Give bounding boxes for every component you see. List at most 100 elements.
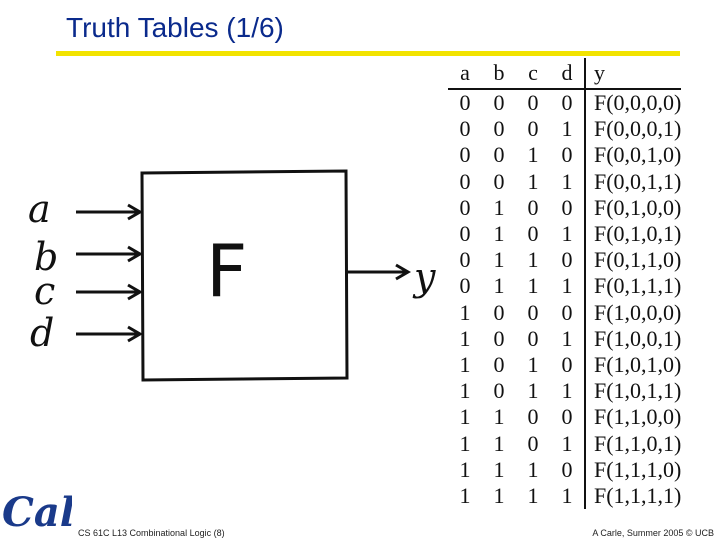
header-c: c: [516, 58, 550, 90]
input-cell: 1: [493, 194, 505, 220]
input-cell: 0: [561, 142, 573, 168]
header-b: b: [482, 58, 516, 90]
output-cell: F(0,0,0,1): [583, 116, 682, 143]
cal-logo-text: Cal: [2, 489, 72, 534]
output-cell: F(0,0,1,1): [583, 168, 682, 195]
input-cell: 0: [561, 299, 573, 325]
input-cell: 0: [493, 168, 505, 194]
input-cell: 1: [561, 221, 573, 247]
arrowhead-icon: [395, 263, 411, 281]
output-cell: F(1,0,0,0): [583, 299, 682, 326]
output-cell: F(1,1,0,0): [583, 404, 682, 431]
output-cell: F(0,1,0,0): [583, 194, 682, 221]
input-cell: 1: [493, 404, 505, 430]
output-cell: F(0,1,0,1): [583, 220, 682, 248]
input-cell: 0: [527, 404, 539, 430]
input-cell: 1: [493, 273, 505, 299]
input-cell: 0: [459, 194, 471, 220]
input-label-b: b: [34, 235, 58, 279]
input-cell: 0: [561, 351, 573, 377]
input-cell: 0: [459, 247, 471, 273]
input-cell: 0: [527, 430, 539, 456]
input-cell: 0: [527, 299, 539, 325]
input-cell: 1: [561, 430, 573, 456]
output-cell: F(1,1,1,0): [583, 456, 682, 483]
input-cell: 1: [561, 168, 573, 194]
input-cell: 1: [527, 142, 539, 168]
input-cell: 0: [459, 142, 471, 168]
input-cell: 1: [493, 247, 505, 273]
input-cell: 0: [493, 325, 505, 351]
slide-title: Truth Tables (1/6): [66, 12, 284, 43]
input-cell: 0: [527, 325, 539, 351]
input-cell: 1: [493, 456, 505, 482]
input-cell: 0: [493, 116, 505, 142]
output-cell: F(0,0,0,0): [583, 89, 682, 117]
input-cell: 1: [459, 378, 471, 404]
input-cell: 1: [527, 456, 539, 482]
input-cell: 0: [561, 404, 573, 430]
input-cell: 0: [459, 168, 471, 194]
input-label-c: c: [34, 269, 55, 313]
output-cell: F(1,0,0,1): [583, 325, 682, 352]
header-d: d: [550, 58, 585, 90]
input-cell: 1: [527, 273, 539, 299]
input-cell: 0: [527, 116, 539, 142]
input-cell: 0: [561, 90, 573, 116]
input-cell: 1: [459, 482, 471, 508]
input-label-d: d: [30, 311, 54, 355]
input-cell: 1: [493, 430, 505, 456]
arrowhead-icon: [127, 203, 143, 221]
output-cell: F(0,1,1,0): [583, 247, 682, 274]
input-cell: 1: [493, 482, 505, 508]
input-cell: 1: [561, 325, 573, 351]
input-cell: 0: [493, 299, 505, 325]
input-cell: 1: [459, 351, 471, 377]
block-label: F: [206, 229, 247, 313]
input-cell: 0: [493, 378, 505, 404]
input-label-a: a: [28, 187, 51, 231]
output-cell: F(0,1,1,1): [583, 273, 682, 300]
input-cell: 1: [493, 221, 505, 247]
arrowhead-icon: [127, 325, 143, 343]
input-cell: 1: [459, 404, 471, 430]
output-cell: F(0,0,1,0): [583, 142, 682, 169]
input-cell: 0: [561, 456, 573, 482]
input-cell: 0: [527, 194, 539, 220]
header-a: a: [448, 58, 482, 90]
input-cell: 0: [561, 247, 573, 273]
input-cell: 1: [459, 430, 471, 456]
input-cell: 1: [527, 247, 539, 273]
output-label-y: y: [412, 255, 436, 299]
input-cell: 1: [561, 378, 573, 404]
input-cell: 1: [527, 482, 539, 508]
input-cell: 0: [493, 90, 505, 116]
output-cell: F(1,1,1,1): [583, 482, 682, 509]
output-cell: F(1,0,1,0): [583, 351, 682, 379]
title-underline: [56, 51, 680, 56]
input-cell: 1: [459, 456, 471, 482]
footer-credit: A Carle, Summer 2005 © UCB: [592, 528, 714, 538]
function-block: [140, 169, 349, 382]
input-cell: 1: [459, 325, 471, 351]
output-cell: F(1,1,0,1): [583, 430, 682, 457]
output-cell: F(1,0,1,1): [583, 378, 682, 405]
input-cell: 1: [561, 273, 573, 299]
input-cell: 1: [527, 378, 539, 404]
cal-logo: Cal: [2, 489, 72, 534]
